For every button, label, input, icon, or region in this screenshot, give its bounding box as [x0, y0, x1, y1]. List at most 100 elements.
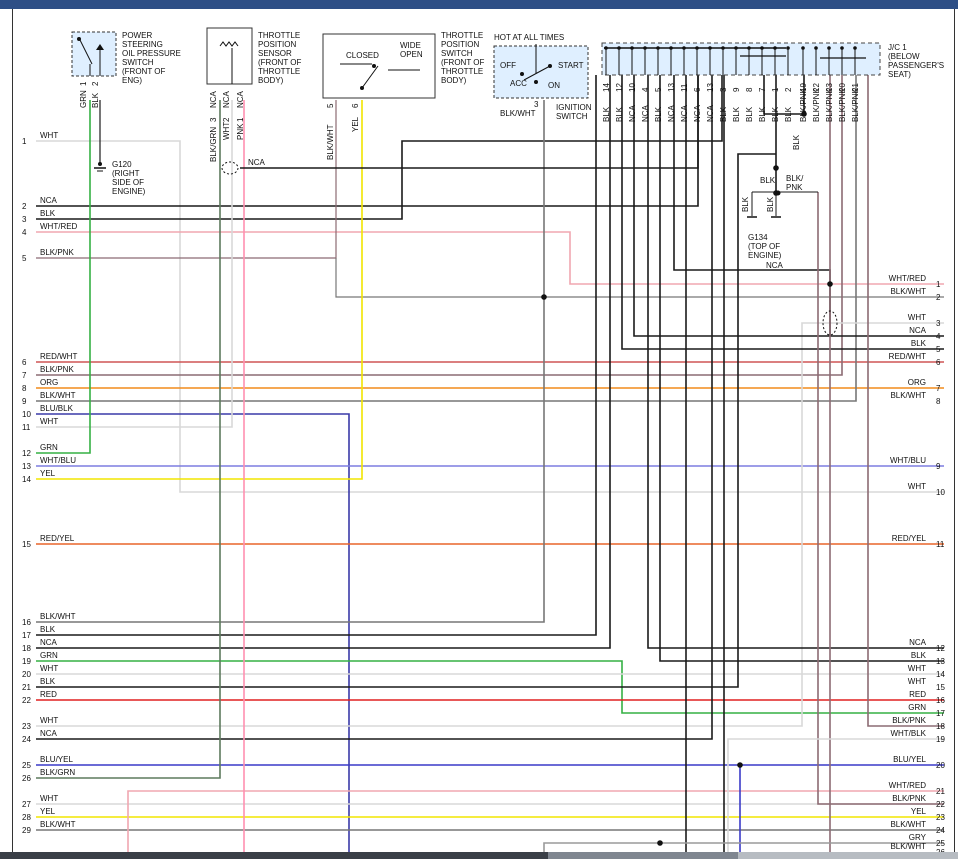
wire-nca-right-12 [647, 75, 944, 649]
left-wire-label: BLK/PNK [40, 248, 74, 257]
jc1-pin-number: 13 [667, 83, 676, 92]
jc1-pin-wire: NCA [680, 104, 689, 122]
left-wire-number: 25 [22, 761, 31, 770]
right-wire-number: 19 [936, 735, 945, 744]
wire-wht-23 [36, 322, 944, 727]
right-wire-label: RED/WHT [889, 352, 926, 361]
left-wire-label: WHT [40, 131, 58, 140]
jc1-pin-dot [604, 46, 608, 50]
jc1-pin-wire: BLK/PNK [812, 88, 821, 122]
right-wire-number: 8 [936, 397, 941, 406]
wire-blkpnk-7 [36, 75, 843, 376]
left-wire-number: 2 [22, 202, 27, 211]
right-wire-number: 6 [936, 358, 941, 367]
left-wire-label: GRN [40, 443, 58, 452]
nca-tag: NCA [248, 158, 266, 167]
jc1-pin-number: 13 [706, 83, 715, 92]
left-wire-number: 1 [22, 137, 27, 146]
left-wire-label: WHT [40, 794, 58, 803]
left-wire-number: 5 [22, 254, 27, 263]
jc1-pin-dot [853, 46, 857, 50]
wire-grn-12 [36, 100, 91, 454]
jc1-pin-dot [840, 46, 844, 50]
tps-pin-label: 1 [236, 117, 245, 122]
ign-acc: ACC [510, 79, 527, 88]
wire-nca-right-4 [633, 75, 944, 337]
wire-nca-tps [240, 75, 699, 169]
right-wire-label: YEL [911, 807, 927, 816]
left-wire-number: 21 [22, 683, 31, 692]
jc1-pin-number: 3 [719, 87, 728, 92]
right-wire-label: GRY [909, 833, 927, 842]
tpsw-pin-label: 6 [351, 103, 360, 108]
jc1-pin-wire: NCA [628, 104, 637, 122]
window-bottom-bar [0, 852, 958, 859]
wire-yel-14 [36, 100, 363, 480]
right-wire-label: WHT/BLK [890, 729, 926, 738]
jc1-pin-wire: BLK [602, 106, 611, 122]
left-wire-label: WHT/BLU [40, 456, 76, 465]
wire-blk-3 [36, 75, 723, 220]
ps-pin-label: 2 [91, 81, 100, 86]
jc1-pin-dot [708, 46, 712, 50]
blk-label-d: BLK [766, 196, 775, 212]
ps-pin-label: GRN [79, 90, 88, 108]
left-wire-label: BLU/BLK [40, 404, 74, 413]
jc1-pin-number: 22 [812, 83, 821, 92]
left-wire-number: 29 [22, 826, 31, 835]
ps-pin-label: BLK [91, 92, 100, 108]
jc1-pin-wire: BLK/PNK [838, 88, 847, 122]
left-wire-label: BLK/WHT [40, 612, 76, 621]
wire-layer [36, 75, 944, 852]
right-wire-label: BLK/WHT [890, 842, 926, 851]
wire-whtred-right-21 [127, 790, 944, 852]
right-wire-label: RED/YEL [892, 534, 927, 543]
left-wire-number: 6 [22, 358, 27, 367]
right-wire-number: 7 [936, 384, 941, 393]
wire-blk-21 [36, 153, 776, 688]
jc1-pin-wire: BLK [615, 106, 624, 122]
jc1-pin-number: 2 [784, 87, 793, 92]
left-wire-number: 3 [22, 215, 27, 224]
jc1-pin-wire: BLK/PNK [851, 88, 860, 122]
jc1-pin-wire: BLK/PNK [799, 88, 808, 122]
wire-whtred-4 [36, 231, 944, 285]
blk-pnk-label: BLK/ [786, 174, 804, 183]
left-wire-label: ORG [40, 378, 58, 387]
left-wire-number: 9 [22, 397, 27, 406]
left-frame-line [12, 9, 13, 852]
jc1-pin-number: 7 [758, 87, 767, 92]
tps-pin-label: WHT [222, 122, 231, 140]
right-wire-number: 20 [936, 761, 945, 770]
jc1-pin-number: 4 [641, 87, 650, 92]
left-wire-number: 4 [22, 228, 27, 237]
wire-wht-1-10 [36, 140, 944, 493]
jc1-pin-dot [617, 46, 621, 50]
right-wire-number: 23 [936, 813, 945, 822]
wire-blkwht-right-2 [335, 258, 944, 298]
right-wire-label: BLK/WHT [890, 391, 926, 400]
jc1-pin-number: 19 [799, 83, 808, 92]
left-wire-number: 22 [22, 696, 31, 705]
tps-pin-label: 3 [209, 117, 218, 122]
wire-nca-24 [36, 75, 713, 740]
left-wire-number: 27 [22, 800, 31, 809]
right-wire-number: 3 [936, 319, 941, 328]
wire-blkpnk-right-22 [817, 192, 944, 805]
wire-blkpnk-right-18 [867, 75, 944, 727]
left-wire-number: 26 [22, 774, 31, 783]
left-wire-label: WHT [40, 417, 58, 426]
wire-blkwht-16 [36, 100, 545, 623]
left-wire-number: 8 [22, 384, 27, 393]
right-wire-number: 14 [936, 670, 945, 679]
wire-wht-11 [36, 100, 233, 428]
shield-oval [221, 161, 239, 175]
right-wire-label: BLU/YEL [893, 755, 926, 764]
jc1-pin-number: 1 [771, 87, 780, 92]
